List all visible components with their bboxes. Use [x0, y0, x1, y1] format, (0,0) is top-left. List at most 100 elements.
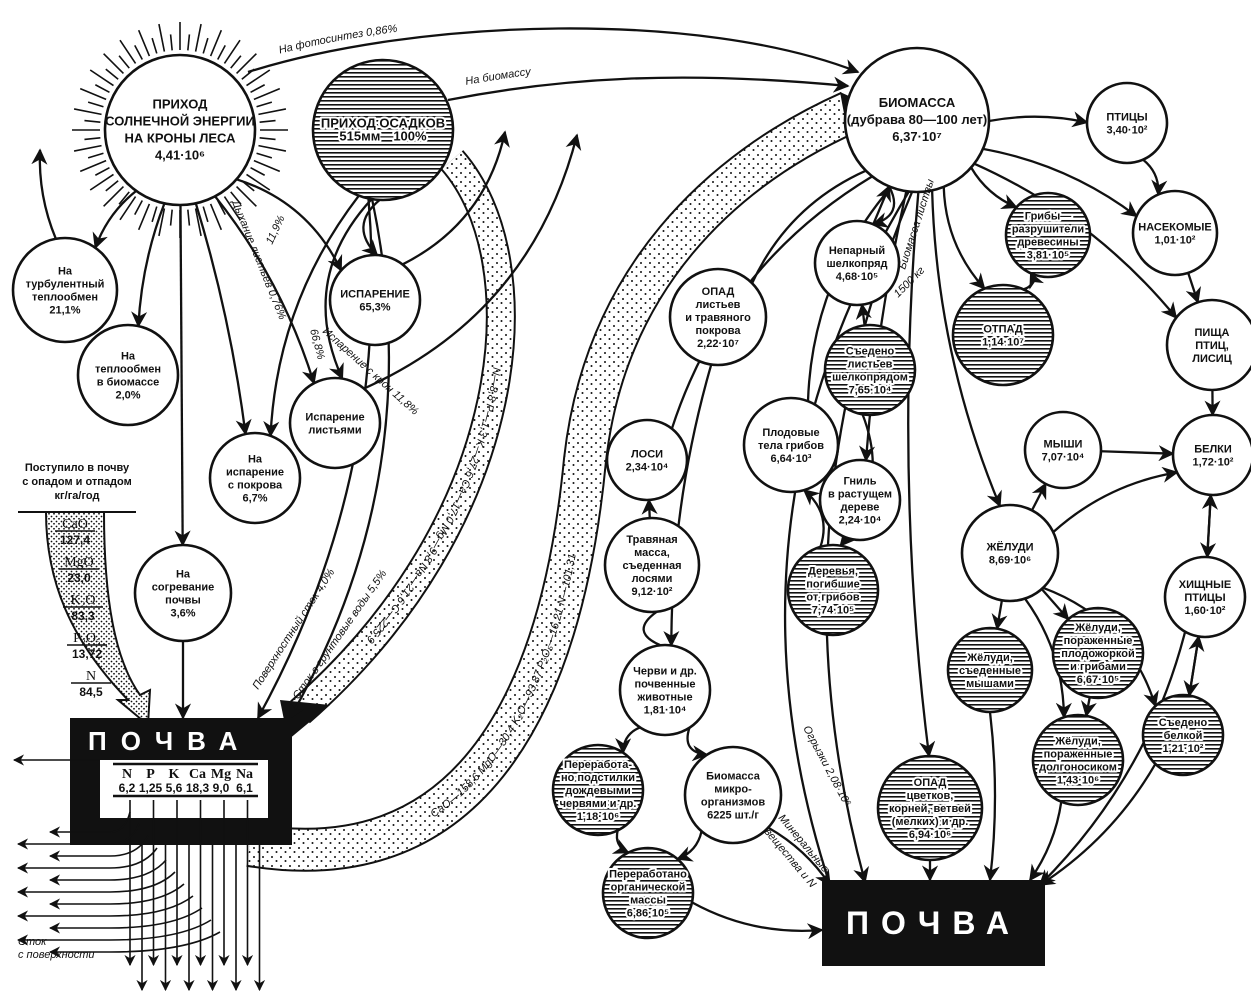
node-circle: [668, 267, 768, 367]
node-circle: [328, 253, 422, 347]
node-text: 4,68·10⁵: [836, 271, 878, 283]
node-text: 2,34·10⁴: [626, 462, 669, 474]
arrow-acorns-to-mice: [1030, 482, 1047, 511]
node-text: 1,14·10⁷: [982, 337, 1024, 349]
arrow-otpad-to-fungidestroy: [1023, 271, 1045, 291]
node-circle: [823, 323, 917, 417]
node-circle: [601, 846, 695, 940]
node-text: ОТПАД: [983, 324, 1023, 336]
node-text: ЖЁЛУДИ: [985, 541, 1033, 554]
legend-value: 127,4: [60, 533, 90, 547]
node-text: Жёлуди,: [1074, 622, 1121, 634]
node-text: ОПАД: [914, 777, 947, 789]
node-text: животные: [636, 692, 692, 704]
soil-element-value: 18,3: [186, 781, 210, 795]
arrow-precip-to-leafevap: [324, 198, 373, 381]
arrow-biomass-to-opadflowers: [907, 191, 936, 758]
node-text: дождевыми: [565, 785, 631, 797]
label-photosynthesis: На фотосинтез 0,86%: [278, 23, 399, 57]
node-text: Травяная: [626, 534, 677, 546]
node-text: листьев: [848, 359, 893, 371]
arrow-eatensquirrel-to-soilR6: [1038, 763, 1157, 886]
arrow-microbes-to-organic: [675, 830, 703, 862]
node-text: 21,1%: [49, 305, 80, 317]
node-text: долгоносиком: [1039, 762, 1117, 774]
soil-element-name: Na: [236, 767, 253, 782]
node-text: погибшие: [806, 579, 860, 591]
node-circle: [786, 543, 880, 637]
node-circle: [876, 754, 984, 862]
soil-element-name: P: [146, 767, 155, 782]
node-text: 2,0%: [115, 390, 140, 402]
legend-value: 83,3: [71, 609, 95, 623]
node-text: Жёлуди,: [1054, 736, 1101, 748]
node-circle: [1051, 606, 1145, 700]
node-circle: [208, 431, 302, 525]
label-to-biomass: На биомассу: [464, 66, 532, 88]
arrow-turb-to-up0: [31, 148, 57, 240]
soil-element-name: Mg: [211, 767, 231, 782]
node-text: масса,: [634, 547, 670, 559]
legend-compound: K₂O: [70, 593, 95, 608]
node-text: ЛОСИ: [631, 449, 663, 461]
node-text: листьями: [308, 425, 361, 437]
soil-right-title: ПОЧВА: [846, 905, 1021, 941]
node-circle: [103, 53, 257, 207]
arrow-sun-to-biomass: [247, 27, 860, 75]
node-text: 7,07·10⁴: [1042, 452, 1085, 464]
arrow-acorns-to-acornsmice: [991, 600, 1008, 631]
node-text: На: [248, 454, 263, 466]
node-text: Непарный: [829, 245, 885, 257]
node-text: 3,6%: [170, 608, 195, 620]
node-text: ХИЩНЫЕ: [1179, 579, 1232, 591]
node-text: Плодовые: [762, 427, 819, 439]
node-text: пораженные: [1044, 749, 1113, 761]
legend-compound: N: [86, 669, 96, 684]
arrow-insects-to-foodbirds: [1185, 272, 1201, 304]
node-text: шелкопрядом: [832, 372, 908, 384]
node-circle: [683, 745, 783, 845]
arrow-litterworms-to-organic: [611, 830, 630, 854]
node-circle: [1171, 413, 1251, 497]
node-text: 2,22·10⁷: [697, 338, 739, 350]
label-runoff-1: Сток: [18, 936, 47, 948]
node-text: Испарение: [305, 412, 364, 424]
node-text: дереве: [841, 502, 880, 514]
arrow-sun-to-leafevap: [214, 195, 318, 385]
node-text: съеденная: [622, 560, 681, 572]
arrow-worms-to-litterworms: [615, 726, 641, 755]
arrow-predbirds-to-soilR6: [1038, 631, 1187, 887]
node-circle: [605, 418, 689, 502]
node-text: 6,64·10³: [771, 453, 812, 465]
node-text: почвенные: [634, 679, 695, 691]
arrow-evap-to-up1: [402, 130, 510, 266]
node-text: Гниль: [843, 476, 876, 488]
node-text: 2,24·10⁴: [839, 515, 882, 527]
node-circle: [951, 283, 1055, 387]
soil-element-name: N: [122, 767, 132, 782]
node-text: МЫШИ: [1044, 439, 1083, 451]
node-text: шелкопряд: [827, 258, 888, 270]
arrow-sun-to-turb: [92, 189, 137, 250]
node-text: 1,60·10²: [1185, 605, 1226, 617]
node-text: Переработа-: [564, 759, 632, 771]
node-circle: [603, 516, 701, 614]
node-text: 1,43·10⁶: [1057, 775, 1099, 787]
node-circle: [1131, 189, 1219, 277]
arrow-predbirds-to-squirrels: [1201, 493, 1218, 558]
